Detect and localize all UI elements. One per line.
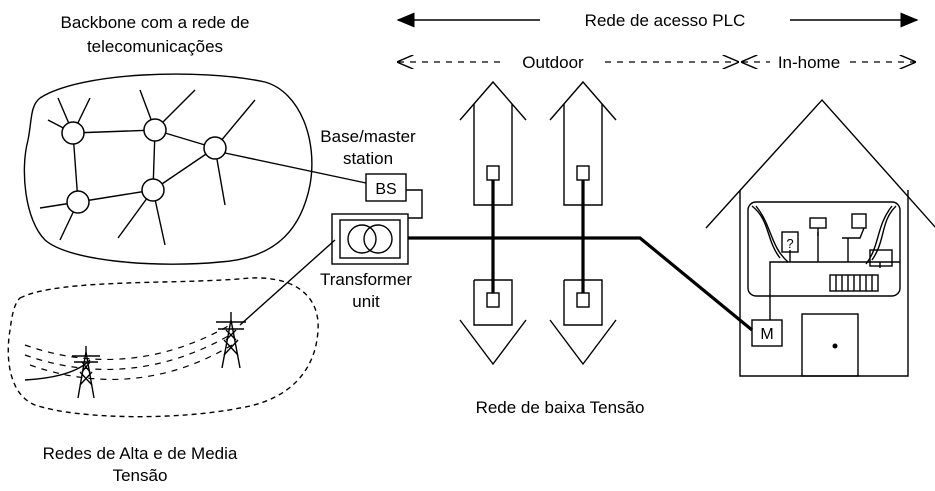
bs-to-transformer-link [406, 189, 423, 219]
backbone-label-line1: Backbone com a rede de [60, 13, 249, 32]
inhome-label: In-home [778, 53, 840, 72]
question-device [781, 231, 799, 253]
backbone-to-bs-link [224, 152, 367, 184]
radiator-icon [829, 274, 879, 292]
inhome-house: ? [705, 98, 935, 377]
backbone-node [66, 190, 90, 214]
hv-mv-cloud [7, 277, 319, 418]
hv-mv-label-line1: Redes de Alta e de Media [43, 444, 238, 463]
transformer-box [331, 213, 409, 265]
transformer-coil-right [363, 224, 393, 254]
backbone-label-line2: telecomunicações [87, 37, 223, 56]
backbone-node [143, 118, 167, 142]
power-tower-left [72, 346, 100, 399]
low-voltage-main-line [408, 236, 754, 332]
backbone-node [203, 136, 227, 160]
transformer-label-line1: Transformer [320, 270, 412, 289]
modem-box [751, 319, 783, 347]
backbone-cloud [23, 73, 313, 265]
power-tower-right [216, 312, 246, 369]
door [801, 313, 859, 377]
bs-box [365, 173, 407, 202]
door-knob [832, 343, 838, 349]
backbone-mesh [39, 89, 256, 246]
question-mark: ? [786, 236, 793, 251]
transformer-coil-left [347, 224, 377, 254]
modem-label: M [760, 326, 773, 343]
hv-mv-label-line2: Tensão [113, 466, 168, 485]
hv-power-wires [24, 324, 233, 381]
transformer-label-line2: unit [352, 292, 380, 311]
tv-icon [869, 249, 893, 267]
bs-label: BS [375, 181, 396, 198]
low-voltage-label: Rede de baixa Tensão [476, 398, 645, 417]
transformer-to-hv-link [239, 239, 336, 326]
backbone-node [61, 121, 85, 145]
computer-icon [851, 213, 867, 229]
outdoor-label: Outdoor [522, 53, 584, 72]
transformer-inner-box [339, 219, 401, 259]
backbone-node [141, 178, 165, 202]
base-station-label-line1: Base/master [320, 127, 416, 146]
base-station-label-line2: station [343, 149, 393, 168]
plc-access-label: Rede de acesso PLC [585, 11, 746, 30]
